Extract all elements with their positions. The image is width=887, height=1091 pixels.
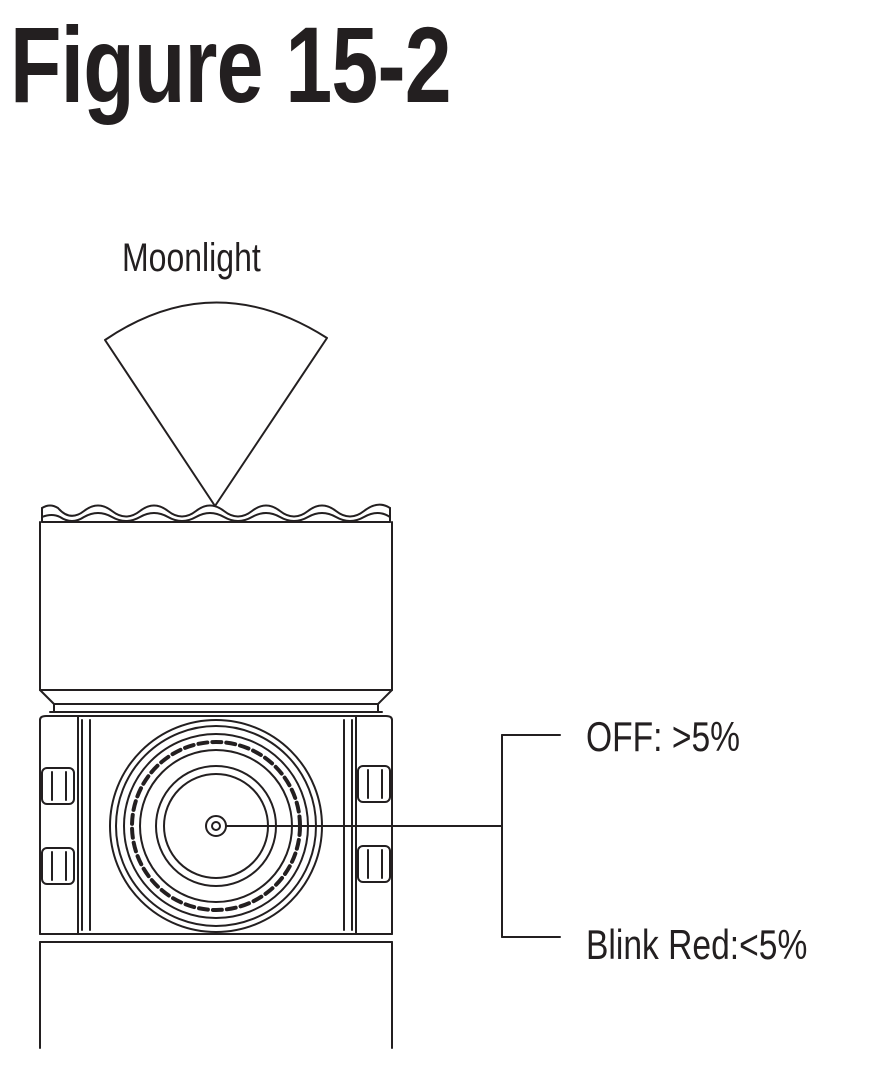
beam-wedge (105, 302, 327, 506)
body-tube (40, 942, 392, 1048)
head-body (40, 522, 392, 712)
indicator-led (206, 816, 226, 836)
bezel (42, 505, 390, 522)
